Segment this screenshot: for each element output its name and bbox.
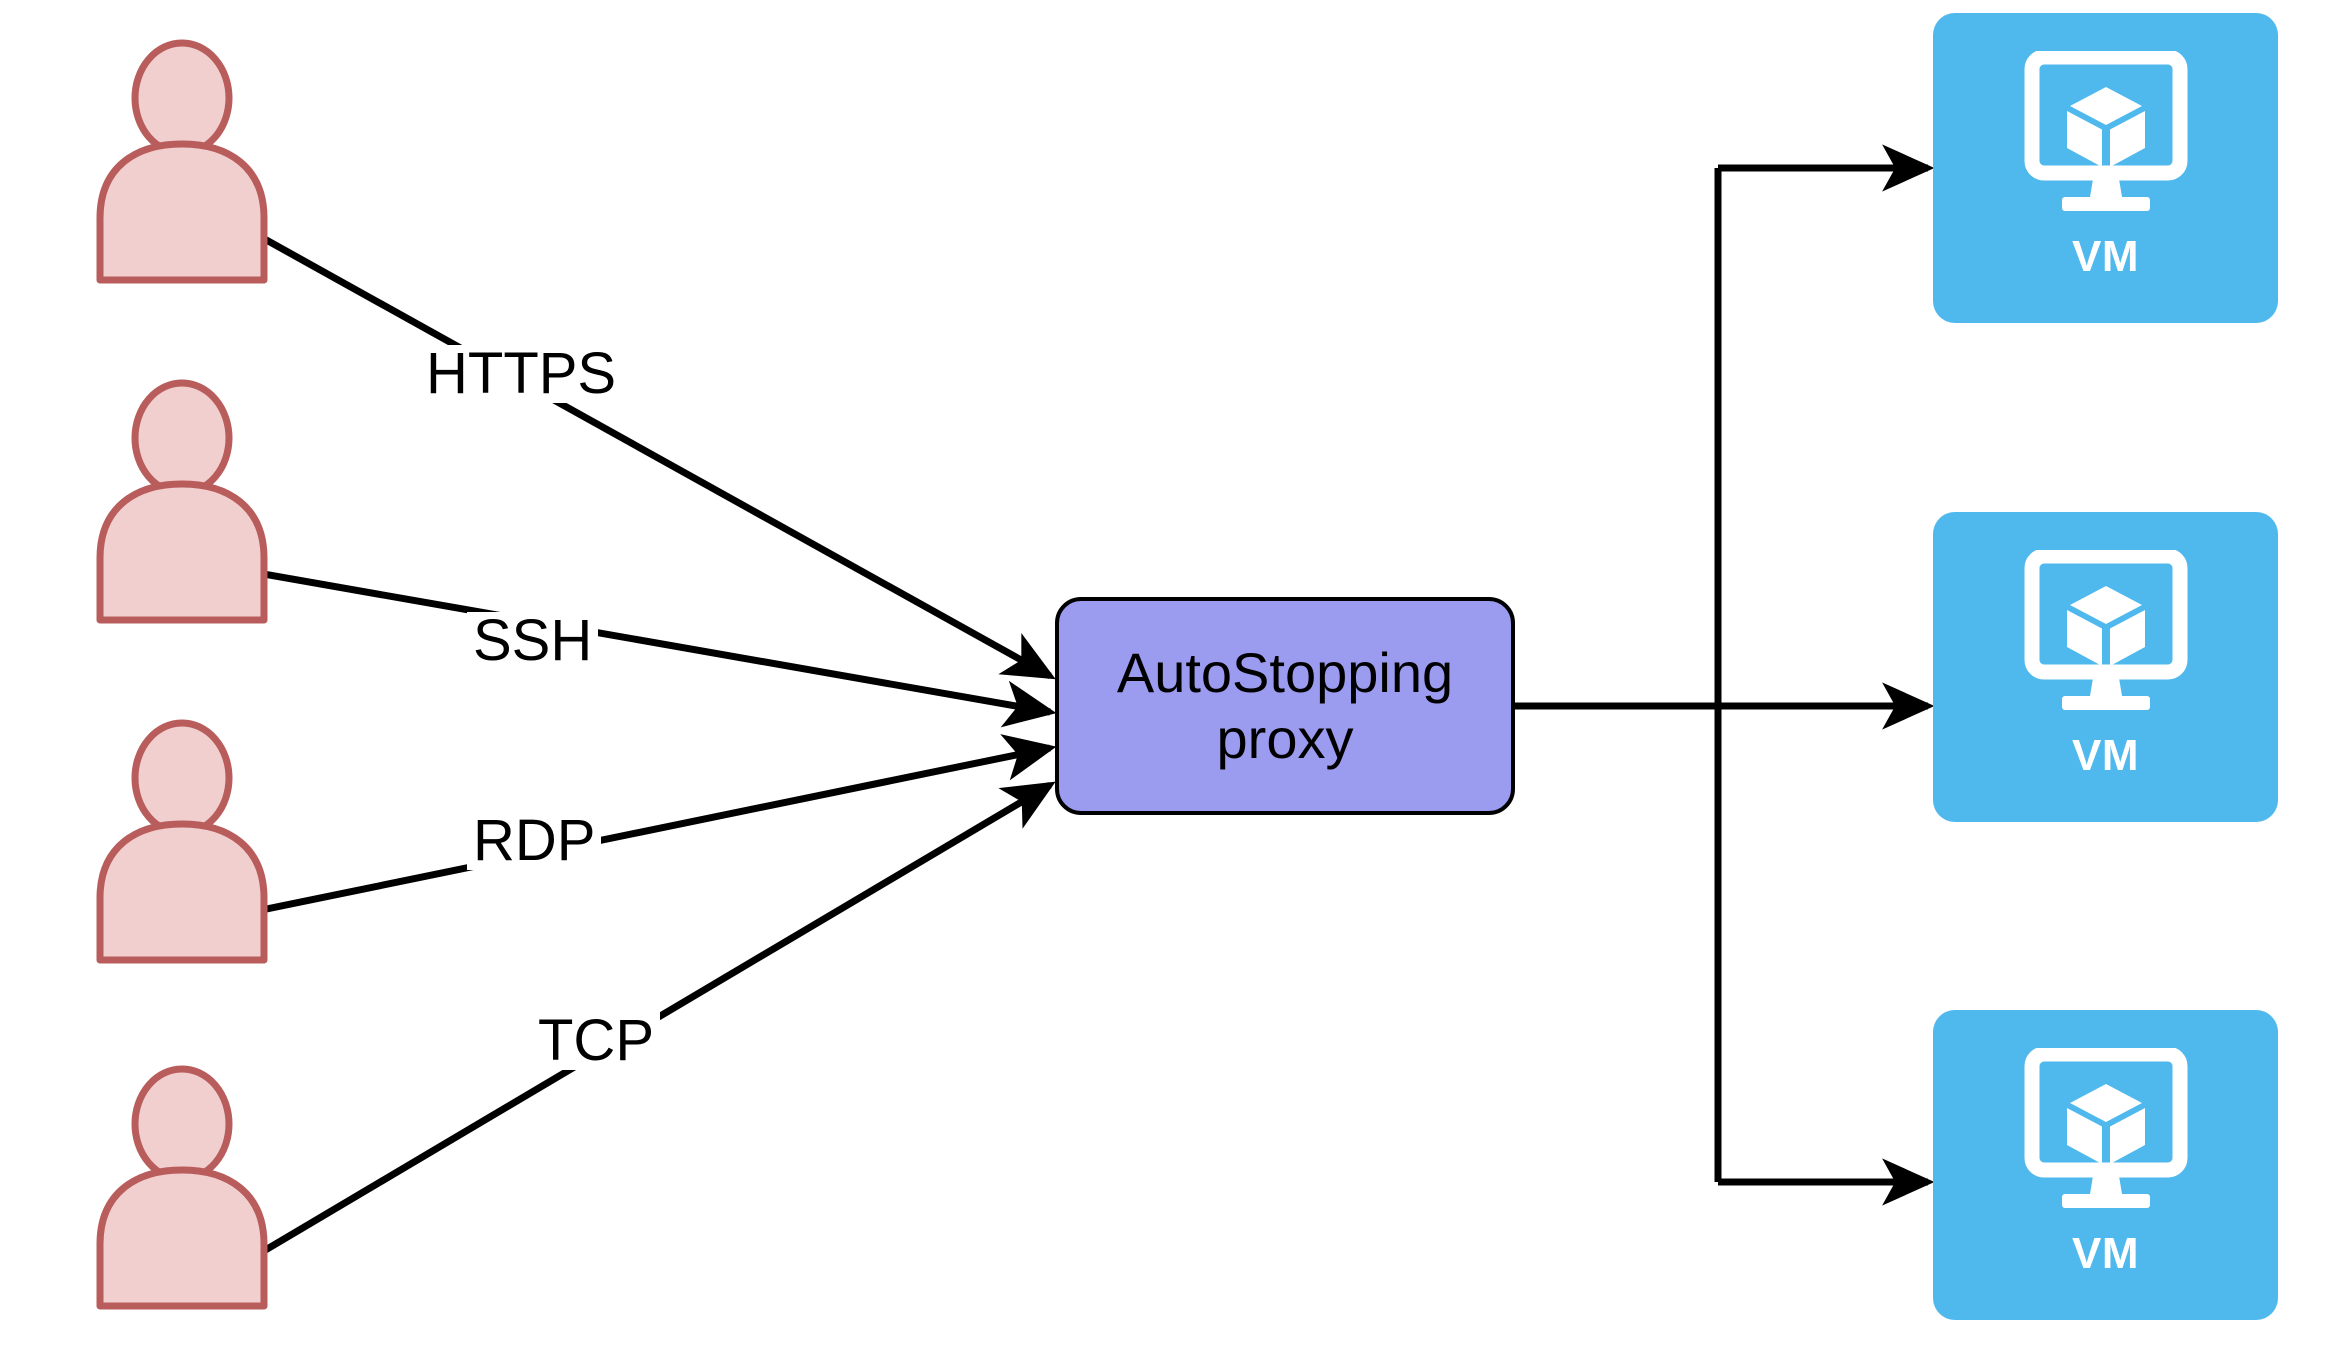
user-icon — [96, 719, 268, 964]
proxy-label-line2: proxy — [1216, 707, 1354, 770]
protocol-label-rdp: RDP — [467, 812, 602, 870]
proxy-label: AutoStopping proxy — [1117, 640, 1453, 771]
actor-tcp[interactable] — [92, 1062, 272, 1312]
vm-label: VM — [2072, 1229, 2139, 1278]
connector-ssh — [251, 568, 1057, 728]
connector-rdp — [251, 734, 1057, 916]
monitor-cube-icon — [2024, 51, 2187, 211]
vm-middle[interactable]: VM — [1933, 512, 2278, 822]
autostopping-proxy-node[interactable]: AutoStopping proxy — [1055, 597, 1515, 815]
proxy-label-line1: AutoStopping — [1116, 641, 1454, 705]
connector-https — [250, 228, 1056, 680]
vm-top[interactable]: VM — [1933, 13, 2278, 323]
user-icon — [96, 379, 268, 624]
actor-https[interactable] — [92, 36, 272, 286]
actor-rdp[interactable] — [92, 716, 272, 966]
protocol-label-tcp: TCP — [532, 1012, 660, 1070]
protocol-label-https: HTTPS — [420, 345, 623, 403]
user-icon — [96, 39, 268, 284]
user-icon — [96, 1065, 268, 1310]
vm-bottom[interactable]: VM — [1933, 1010, 2278, 1320]
monitor-cube-icon — [2024, 1048, 2187, 1208]
vm-label: VM — [2072, 232, 2139, 281]
vm-label: VM — [2072, 731, 2139, 780]
protocol-label-ssh: SSH — [467, 612, 599, 670]
monitor-cube-icon — [2024, 550, 2187, 710]
actor-ssh[interactable] — [92, 376, 272, 626]
